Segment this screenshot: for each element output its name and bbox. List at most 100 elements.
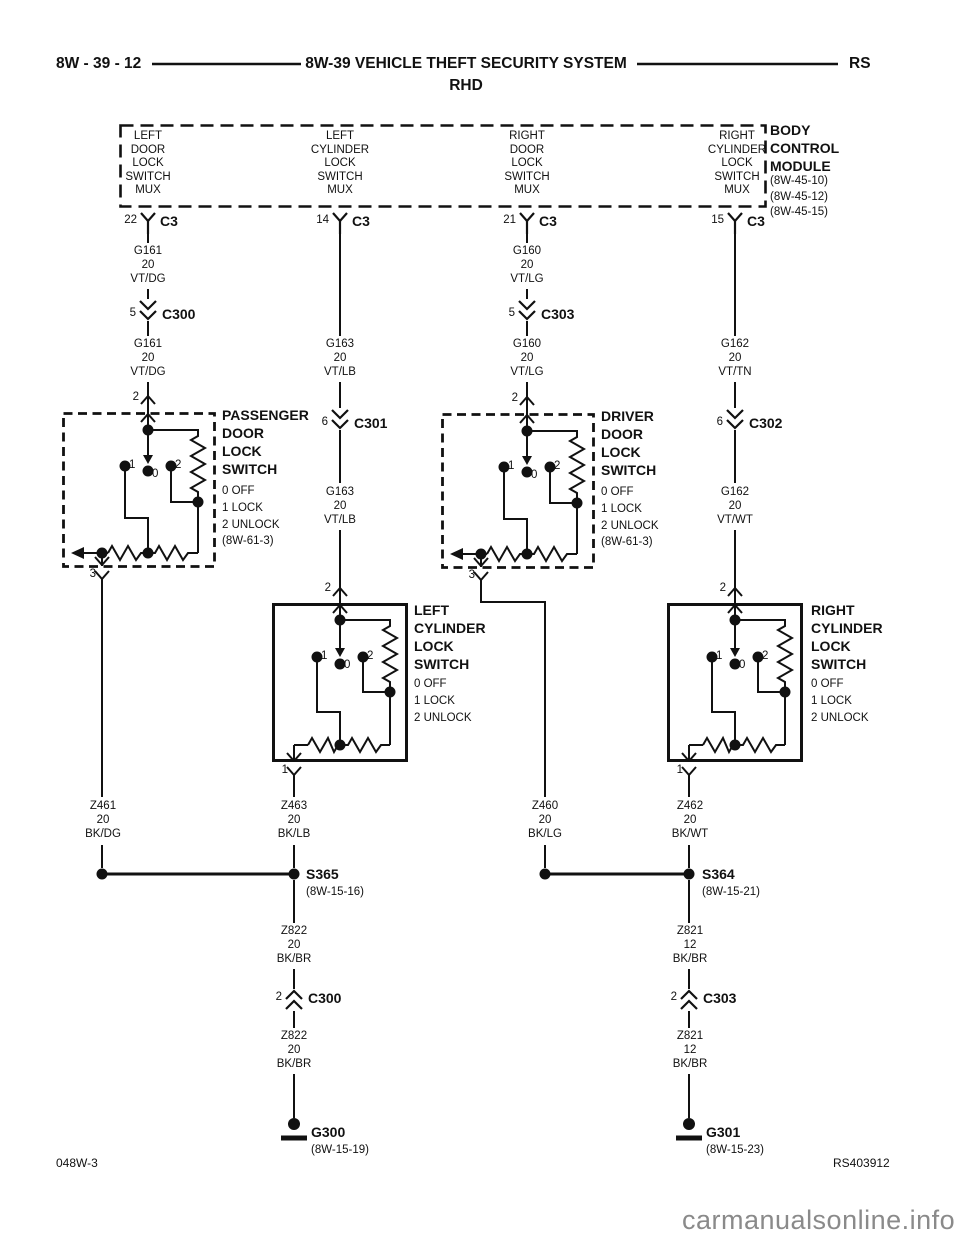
contact-label: 2 (367, 650, 374, 662)
sheet-number: 048W-3 (56, 1156, 98, 1170)
left-cylinder-lock-switch-box (272, 581, 408, 791)
bcm-pin-number: 22 (124, 214, 137, 226)
connector-name: C300 (308, 990, 342, 1006)
connector-name: C300 (162, 306, 196, 322)
splice-s364 (539, 868, 695, 880)
driver-door-lock-switch-box (441, 384, 595, 594)
connector-c300-upper (138, 299, 158, 321)
connector-pin-number: 2 (275, 991, 282, 1003)
connector-name: C301 (354, 415, 388, 431)
bcm-pin-number: 21 (503, 214, 516, 226)
contact-label: 1 (321, 650, 328, 662)
page-ref: 8W - 39 - 12 (56, 55, 142, 72)
platform-code: RS (849, 55, 871, 72)
bcm-box (119, 124, 767, 208)
connector-pin-number: 6 (321, 416, 328, 428)
switch-pin-in: 2 (132, 391, 139, 403)
wire-runs-lower (101, 591, 690, 1118)
switch-pin-out: 1 (281, 764, 288, 776)
switch-ref: (8W-61-3) (601, 536, 653, 548)
connector-c300-lower (284, 989, 304, 1011)
connector-c303-lower (679, 989, 699, 1011)
connector-pin-number: 6 (716, 416, 723, 428)
contact-label: 2 (762, 650, 769, 662)
ground-ref: (8W-15-19) (311, 1144, 369, 1156)
connector-c302 (725, 408, 745, 430)
switch-pin-in: 2 (719, 582, 726, 594)
contact-label: 1 (129, 459, 136, 471)
ground-g300-symbol (281, 1118, 307, 1138)
contact-label: 2 (175, 459, 182, 471)
bcm-connector-name: C3 (539, 213, 557, 229)
contact-label: 1 (508, 460, 515, 472)
ground-ref: (8W-15-23) (706, 1144, 764, 1156)
switch-pin-in: 2 (324, 582, 331, 594)
switch-pin-out: 1 (676, 764, 683, 776)
connector-name: C303 (703, 990, 737, 1006)
splice-name: S365 (306, 866, 339, 882)
contact-label: 0 (739, 659, 746, 671)
connector-pin-number: 5 (129, 307, 136, 319)
bcm-pin-number: 15 (711, 214, 724, 226)
ground-g301-symbol (676, 1118, 702, 1138)
splice-s365 (96, 868, 300, 880)
right-cylinder-lock-switch-box (667, 581, 803, 791)
switch-pin-in: 2 (511, 392, 518, 404)
connector-c301 (330, 408, 350, 430)
bcm-connector-name: C3 (747, 213, 765, 229)
contact-label: 0 (152, 468, 159, 480)
drawing-number: RS403912 (833, 1156, 890, 1170)
switch-pin-out: 3 (89, 568, 96, 580)
connector-pin-number: 2 (670, 991, 677, 1003)
splice-name: S364 (702, 866, 735, 882)
contact-label: 1 (716, 650, 723, 662)
bcm-connector-name: C3 (352, 213, 370, 229)
switch-ref: (8W-61-3) (222, 535, 274, 547)
watermark: carmanualsonline.info (682, 1205, 956, 1235)
splice-ref: (8W-15-16) (306, 886, 364, 898)
contact-label: 0 (531, 469, 538, 481)
drive-variant: RHD (449, 77, 483, 94)
ground-name: G300 (311, 1124, 346, 1140)
bcm-connector-name: C3 (160, 213, 178, 229)
connector-name: C302 (749, 415, 783, 431)
contact-label: 0 (344, 659, 351, 671)
connector-pin-number: 5 (508, 307, 515, 319)
ground-name: G301 (706, 1124, 741, 1140)
bcm-refs: (8W-45-10) (8W-45-12) (8W-45-15) (770, 175, 828, 218)
connector-name: C303 (541, 306, 575, 322)
bcm-pin-connectors (139, 211, 744, 236)
connector-c303-upper (517, 299, 537, 321)
passenger-door-lock-switch-box (62, 383, 216, 593)
page-title: 8W-39 VEHICLE THEFT SECURITY SYSTEM (305, 55, 627, 72)
